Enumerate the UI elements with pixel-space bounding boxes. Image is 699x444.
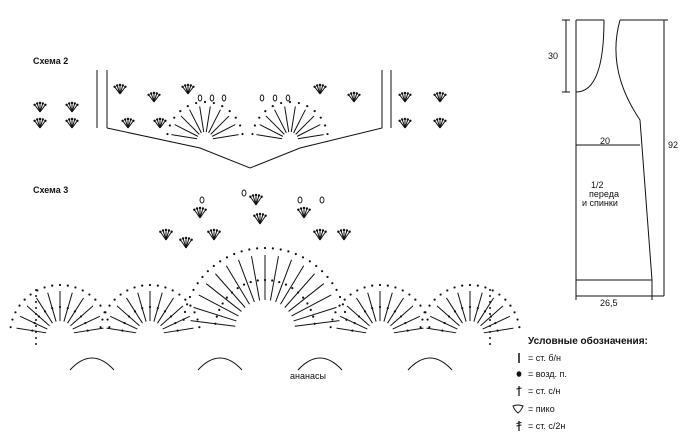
legend-item-text: = ст. с/н xyxy=(528,386,561,396)
dimension-92: 92 xyxy=(668,140,679,150)
scheme-3-title: Схема 3 xyxy=(33,185,69,195)
legend-item-text: = ст. с/2н xyxy=(528,421,566,431)
legend-title: Условные обозначения: xyxy=(528,336,648,347)
legend-item: = пико xyxy=(512,403,555,415)
legend-item: = ст. б/н xyxy=(514,352,561,364)
chain-stitch-symbol-icon xyxy=(516,371,522,377)
piece-label-line1: 1/2 xyxy=(591,180,604,190)
dimension-20: 20 xyxy=(600,136,611,146)
piece-label-line3: и спинки xyxy=(582,198,618,208)
legend-item: = ст. с/н xyxy=(514,385,560,397)
pineapples-label: ананасы xyxy=(290,371,326,381)
legend-item-text: = ст. б/н xyxy=(528,353,562,363)
scheme-2-title: Схема 2 xyxy=(33,56,69,66)
piece-label-line2: переда xyxy=(589,189,619,199)
legend-item: = возд. п. xyxy=(514,368,567,380)
legend-item-text: = пико xyxy=(528,404,555,414)
single-crochet-symbol-icon xyxy=(518,353,520,363)
legend-item: = ст. с/2н xyxy=(514,420,565,432)
picot-symbol-icon xyxy=(512,404,524,414)
double-crochet-symbol-icon xyxy=(516,386,522,396)
dimension-26-5: 26,5 xyxy=(600,298,618,308)
legend-item-text: = возд. п. xyxy=(528,369,567,379)
treble-crochet-symbol-icon xyxy=(516,421,522,431)
dimension-30: 30 xyxy=(548,51,559,61)
